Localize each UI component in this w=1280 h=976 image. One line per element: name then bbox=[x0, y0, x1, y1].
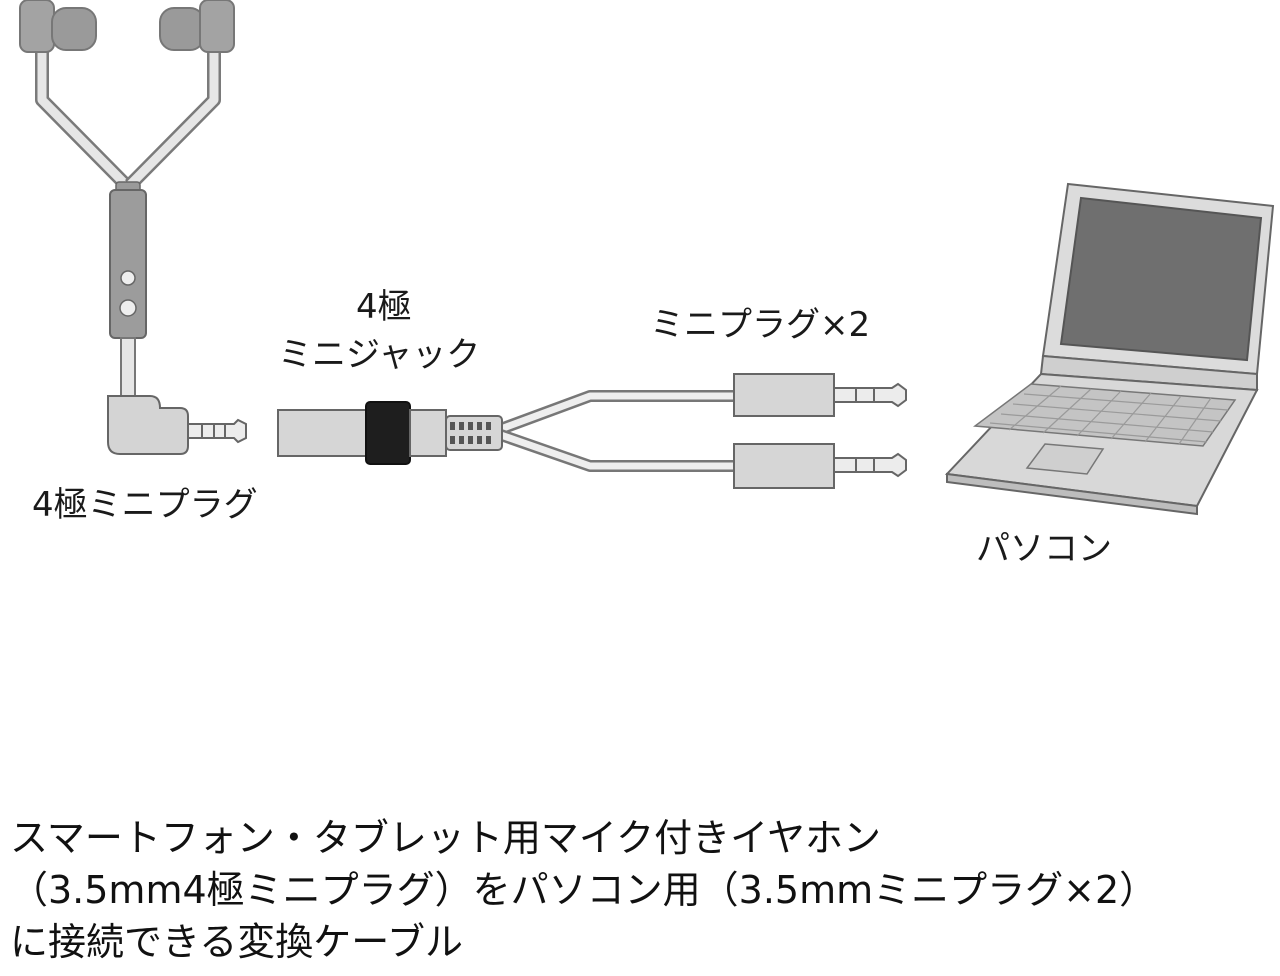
earphone-icon bbox=[19, 0, 247, 455]
caption: スマートフォン・タブレット用マイク付きイヤホン （3.5mm4極ミニプラグ）をパ… bbox=[10, 812, 1270, 968]
plugs-x2-label: ミニプラグ×2 bbox=[650, 305, 871, 345]
caption-line-1: スマートフォン・タブレット用マイク付きイヤホン bbox=[10, 816, 881, 860]
earphone-plug-label: 4極ミニプラグ bbox=[32, 485, 258, 525]
pc-label: パソコン bbox=[976, 529, 1112, 569]
caption-line-2: （3.5mm4極ミニプラグ）をパソコン用（3.5mmミニプラグ×2） bbox=[10, 868, 1158, 912]
jack-label-line2: ミニジャック bbox=[278, 335, 481, 375]
jack-label-line1: 4極 bbox=[356, 287, 412, 327]
caption-line-3: に接続できる変換ケーブル bbox=[10, 920, 463, 964]
adapter-cable-icon bbox=[277, 373, 907, 489]
laptop-icon bbox=[944, 182, 1275, 516]
